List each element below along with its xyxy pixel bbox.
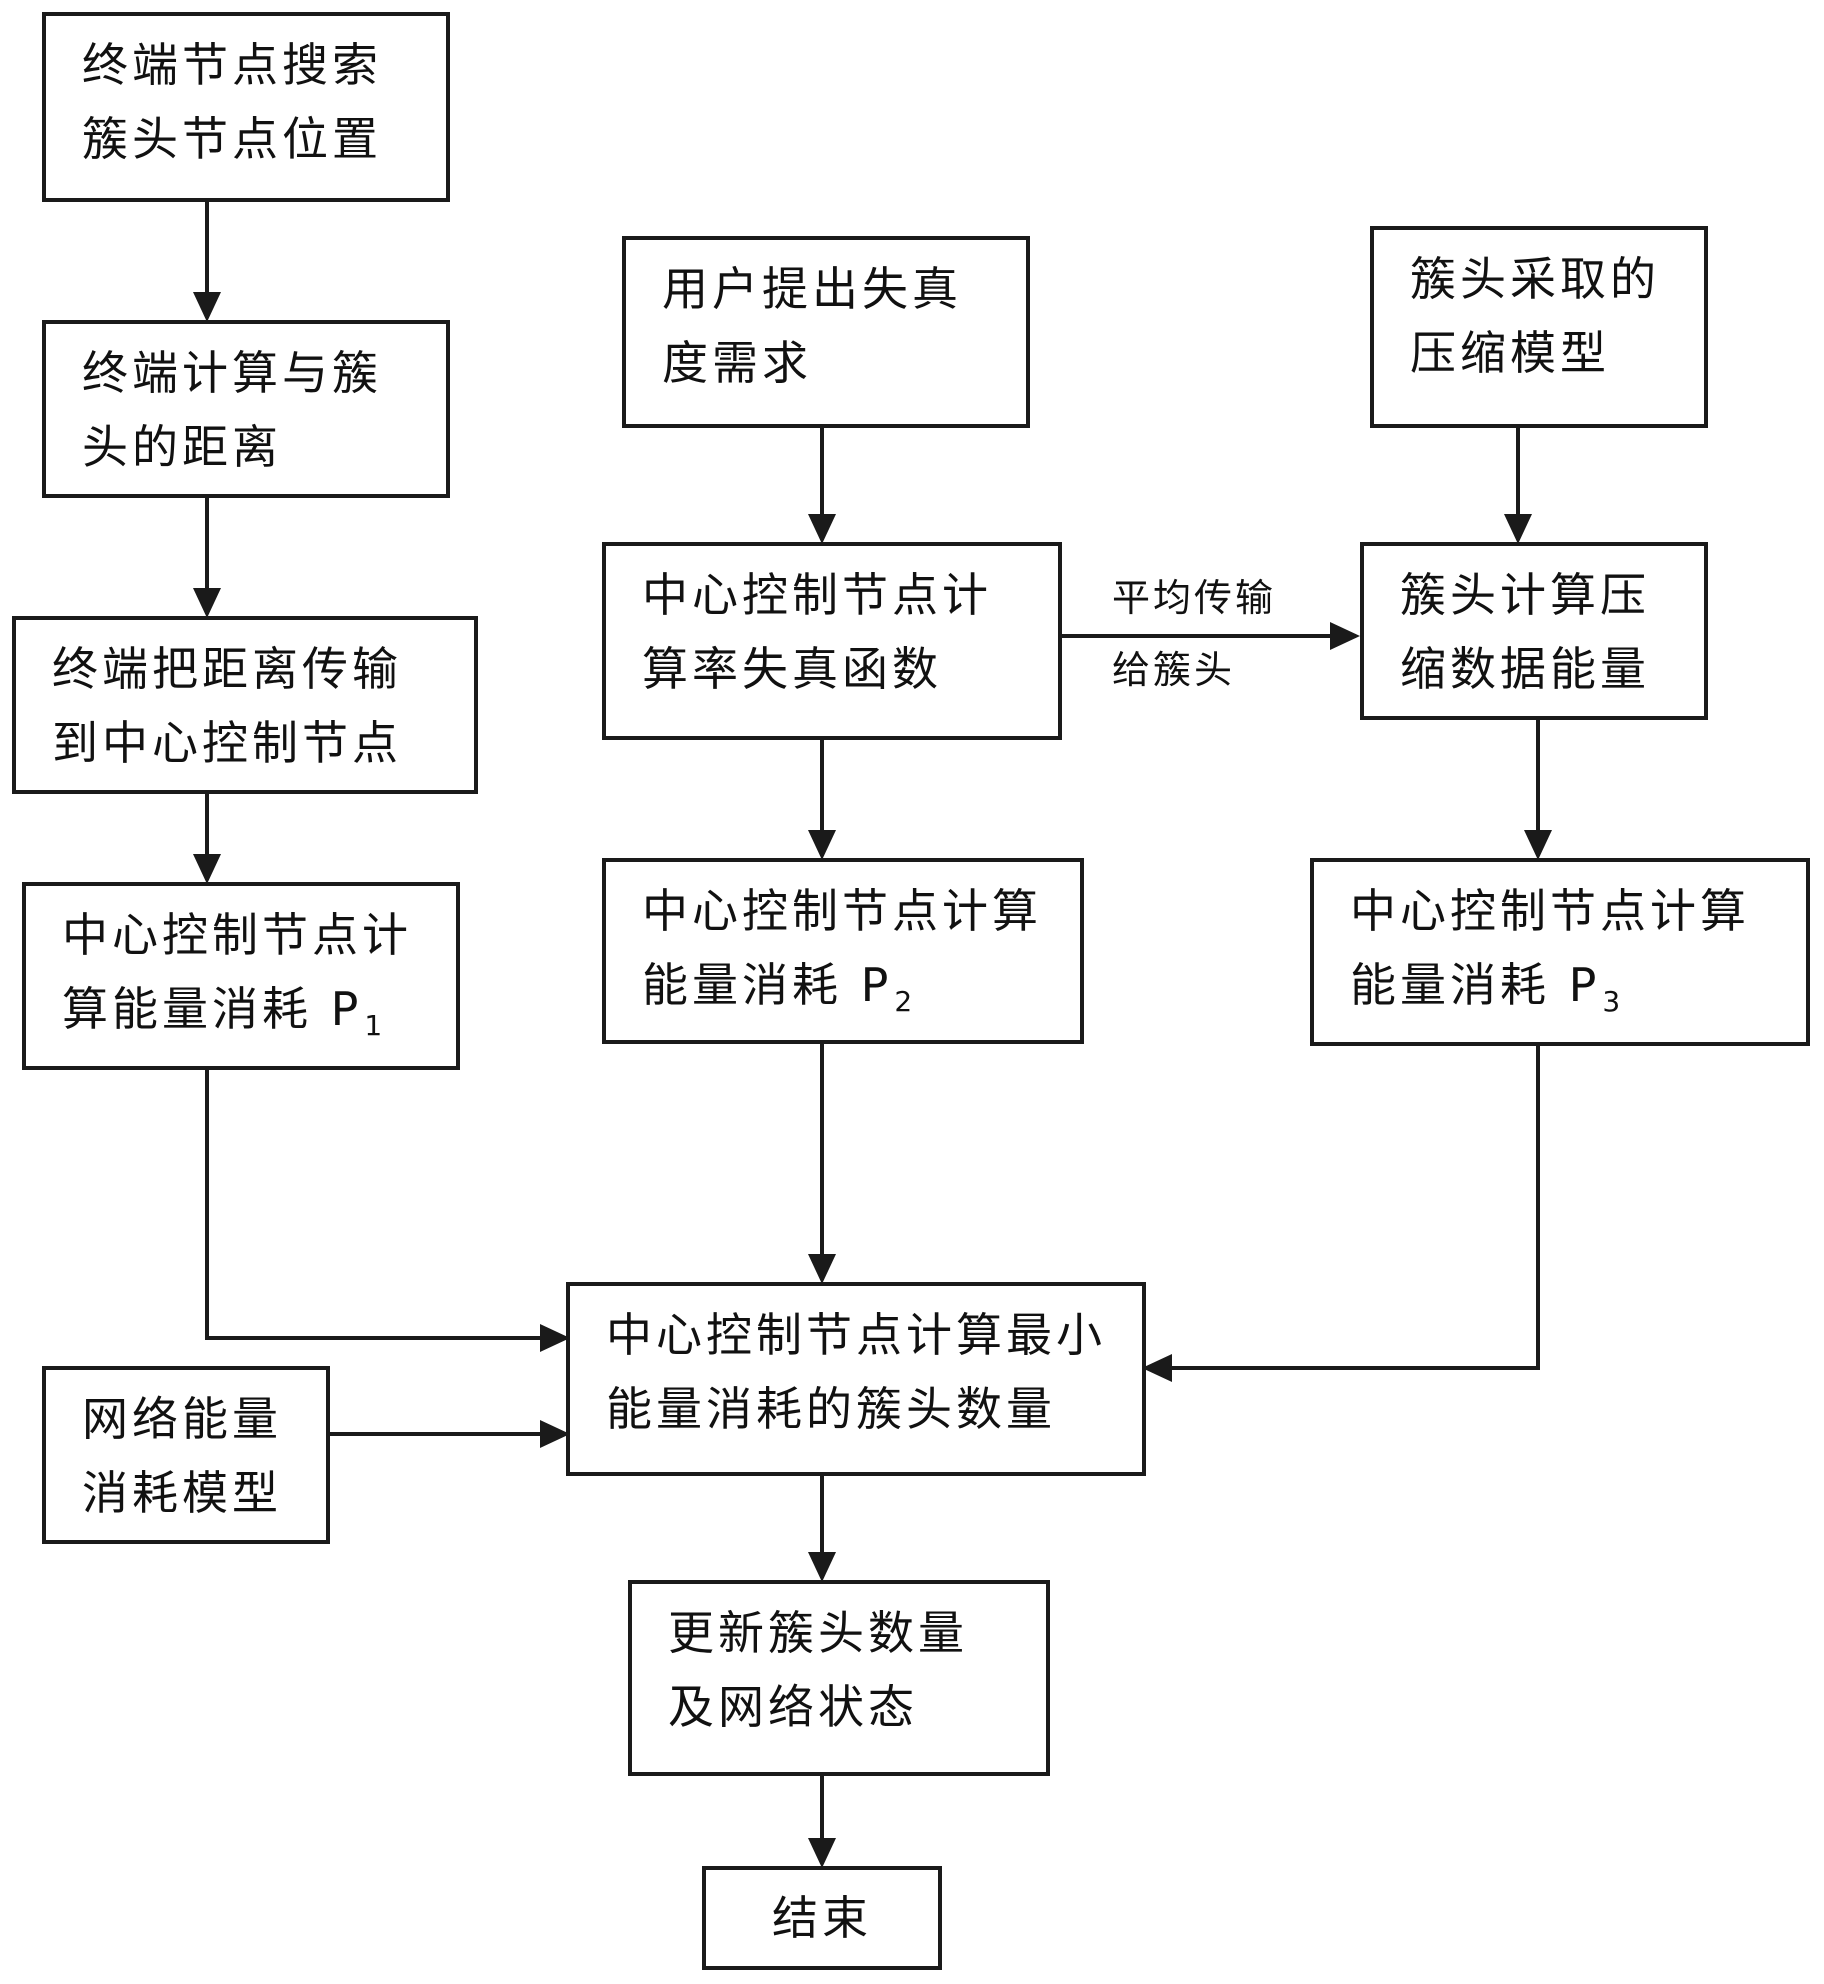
node-terminal-distance: 终端计算与簇 头的距离 [42,320,450,498]
node-rate-distortion: 中心控制节点计 算率失真函数 [602,542,1062,740]
subscript-p2: 2 [894,985,912,1018]
energy-p2-line2: 能量消耗 P2 [642,948,1080,1039]
arrowhead-transmit [193,588,221,618]
node-transmit-distance: 终端把距离传输 到中心控制节点 [12,616,478,794]
node-end: 结束 [702,1866,942,1970]
arrow-p3-to-min-energy [1146,1044,1538,1368]
arrow-p1-to-min-energy [207,1068,566,1338]
arrowhead-distance [193,292,221,322]
subscript-p3: 3 [1602,985,1620,1018]
arrowhead-end [808,1838,836,1868]
energy-p3-line2: 能量消耗 P3 [1350,948,1806,1039]
arrowhead-update [808,1552,836,1582]
arrowhead-p3-into-min [1142,1354,1172,1382]
node-energy-p3: 中心控制节点计算 能量消耗 P3 [1310,858,1810,1046]
energy-p1-line2: 算能量消耗 P1 [62,972,456,1063]
arrowhead-p2 [808,830,836,860]
arrowhead-p2-into-min [808,1254,836,1284]
subscript-p1: 1 [364,1009,382,1042]
arrowhead-rate [808,514,836,544]
node-user-distortion: 用户提出失真 度需求 [622,236,1030,428]
edge-label-avg-transmit: 平均传输 给簇头 [1112,562,1276,706]
node-energy-p2: 中心控制节点计算 能量消耗 P2 [602,858,1084,1044]
arrowhead-p3 [1524,830,1552,860]
node-compression-energy: 簇头计算压 缩数据能量 [1360,542,1708,720]
arrowhead-compression-energy-left [1330,622,1360,650]
arrowhead-compression-energy-top [1504,514,1532,544]
node-energy-p1: 中心控制节点计 算能量消耗 P1 [22,882,460,1070]
node-compression-model: 簇头采取的 压缩模型 [1370,226,1708,428]
node-search-cluster-head: 终端节点搜索 簇头节点位置 [42,12,450,202]
node-min-energy-heads: 中心控制节点计算最小 能量消耗的簇头数量 [566,1282,1146,1476]
node-update-state: 更新簇头数量 及网络状态 [628,1580,1050,1776]
arrowhead-p1 [193,854,221,884]
node-network-energy-model: 网络能量 消耗模型 [42,1366,330,1544]
